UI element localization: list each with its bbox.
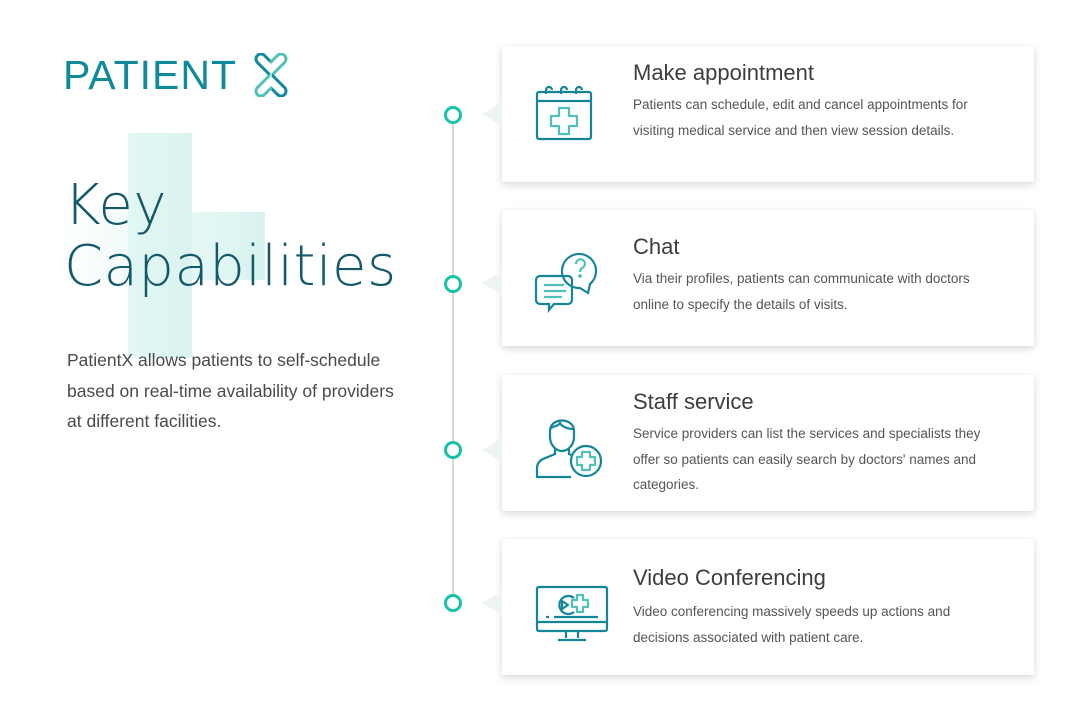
timeline-line — [452, 120, 454, 600]
capability-description: Patients can schedule, edit and cancel a… — [633, 97, 968, 138]
chat-question-icon — [534, 252, 598, 314]
capability-card-video-conferencing: Video Conferencing Video conferencing ma… — [482, 539, 1034, 675]
capability-card-chat: Chat Via their profiles, patients can co… — [482, 210, 1034, 346]
monitor-video-icon — [535, 585, 609, 642]
timeline-dot-3 — [444, 441, 462, 459]
intro-text: PatientX allows patients to self-schedul… — [67, 350, 394, 431]
calendar-plus-icon — [535, 85, 593, 141]
page-title: Key Capabilities — [64, 175, 397, 297]
title-line-1: Key — [64, 173, 168, 238]
capability-description: Service providers can list the services … — [633, 426, 981, 492]
timeline-dot-4 — [444, 594, 462, 612]
title-line-2: Capabilities — [64, 234, 397, 299]
capability-title: Staff service — [633, 389, 754, 414]
capability-description: Video conferencing massively speeds up a… — [633, 604, 951, 645]
patient-x-logo-icon — [254, 53, 288, 97]
logo-text: PATIENT — [63, 51, 238, 98]
capability-card-make-appointment: .c1::before{top:56px;} Make appointment … — [482, 46, 1034, 182]
capability-title: Video Conferencing — [633, 565, 826, 590]
timeline-dot-1 — [444, 106, 462, 124]
background-cross-horizontal — [55, 212, 265, 280]
timeline-dot-2 — [444, 275, 462, 293]
capability-description: Via their profiles, patients can communi… — [633, 271, 970, 312]
capability-card-staff-service: Staff service Service providers can list… — [482, 375, 1034, 511]
capability-title: Make appointment — [633, 60, 814, 85]
logo: PATIENT — [63, 53, 293, 97]
capability-title: Chat — [633, 234, 680, 259]
doctor-plus-icon — [535, 419, 603, 479]
